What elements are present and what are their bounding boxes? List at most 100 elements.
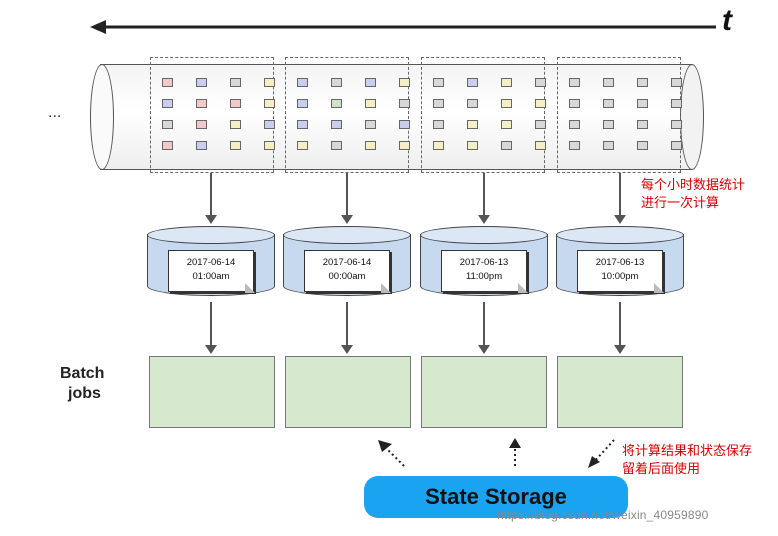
event-cell (162, 78, 173, 87)
event-cell (264, 120, 275, 129)
time-window-1 (150, 57, 274, 173)
event-cell (230, 120, 241, 129)
watermark-url: https://blog.csdn.net/weixin_40959890 (497, 508, 709, 522)
time-window-4 (557, 57, 681, 173)
db-time-2: 00:00am (328, 271, 366, 282)
event-cell (399, 78, 410, 87)
event-cell (297, 120, 308, 129)
event-cell (569, 141, 580, 150)
arrow-batch4-to-storage (591, 439, 615, 465)
event-cell (399, 99, 410, 108)
arrow-db4-to-batch (614, 302, 626, 354)
event-cell (365, 120, 376, 129)
event-cell (637, 141, 648, 150)
event-cell (671, 78, 682, 87)
time-window-2 (285, 57, 409, 173)
event-cell (196, 99, 207, 108)
batch-jobs-label: Batch jobs (60, 364, 104, 404)
hourly-db-3: 2017-06-13 11:00pm (420, 226, 548, 298)
event-cell (603, 78, 614, 87)
batch-label-line2: jobs (68, 385, 101, 402)
db-document-2: 2017-06-14 00:00am (304, 250, 391, 293)
arrow-window1-to-db (205, 173, 217, 224)
event-cell (365, 141, 376, 150)
state-note-line2: 留着后面使用 (622, 461, 701, 476)
db-date-1: 2017-06-14 (186, 257, 236, 268)
event-cell (603, 141, 614, 150)
event-cell (297, 78, 308, 87)
db-date-2: 2017-06-14 (322, 257, 372, 268)
db-document-4: 2017-06-13 10:00pm (577, 250, 664, 293)
event-cell (467, 78, 478, 87)
batch-label-line1: Batch (60, 365, 105, 382)
event-cell (297, 141, 308, 150)
event-cell (433, 99, 444, 108)
event-cell (399, 141, 410, 150)
event-cell (501, 141, 512, 150)
state-note-line1: 将计算结果和状态保存 (622, 443, 753, 458)
event-cell (637, 120, 648, 129)
arrow-db2-to-batch (341, 302, 353, 354)
hourly-db-4: 2017-06-13 10:00pm (556, 226, 684, 298)
event-cell (264, 99, 275, 108)
event-cell (365, 99, 376, 108)
hourly-db-1: 2017-06-14 01:00am (147, 226, 275, 298)
event-cell (433, 120, 444, 129)
event-cell (196, 120, 207, 129)
event-cell (230, 99, 241, 108)
hourly-db-2: 2017-06-14 00:00am (283, 226, 411, 298)
event-cell (467, 120, 478, 129)
event-cell (603, 99, 614, 108)
event-cell (671, 141, 682, 150)
event-cell (264, 141, 275, 150)
event-cell (196, 141, 207, 150)
event-cell (535, 120, 546, 129)
event-cell (162, 141, 173, 150)
event-cell (331, 78, 342, 87)
event-cell (162, 99, 173, 108)
event-cell (569, 99, 580, 108)
db-time-1: 01:00am (192, 271, 230, 282)
event-cell (501, 120, 512, 129)
hourly-compute-note: 每个小时数据统计 进行一次计算 (641, 176, 745, 212)
event-cell (399, 120, 410, 129)
arrow-storage-to-batch2 (383, 445, 405, 467)
event-cell (433, 141, 444, 150)
event-cell (331, 120, 342, 129)
event-cell (467, 99, 478, 108)
event-cell (535, 78, 546, 87)
event-cell (365, 78, 376, 87)
time-axis-arrow (90, 20, 716, 34)
event-cell (230, 78, 241, 87)
event-cell (637, 78, 648, 87)
db-time-3: 11:00pm (465, 271, 503, 282)
hourly-note-line1: 每个小时数据统计 (641, 177, 746, 192)
batch-job-1 (149, 356, 275, 428)
arrow-window2-to-db (341, 173, 353, 224)
event-cell (569, 120, 580, 129)
db-date-3: 2017-06-13 (459, 257, 509, 268)
db-time-4: 10:00pm (601, 271, 639, 282)
event-cell (501, 99, 512, 108)
event-cell (501, 78, 512, 87)
state-storage: State Storage (364, 476, 628, 518)
event-cell (230, 141, 241, 150)
event-cell (433, 78, 444, 87)
event-cell (637, 99, 648, 108)
time-axis-label: t (722, 4, 732, 37)
event-cell (331, 99, 342, 108)
db-date-4: 2017-06-13 (595, 257, 645, 268)
db-document-3: 2017-06-13 11:00pm (441, 250, 528, 293)
event-cell (603, 120, 614, 129)
arrow-db3-to-batch (478, 302, 490, 354)
arrow-window4-to-db (614, 173, 626, 224)
arrow-window3-to-db (478, 173, 490, 224)
event-cell (569, 78, 580, 87)
tube-left-end (90, 64, 114, 170)
batch-job-3 (421, 356, 547, 428)
event-cell (331, 141, 342, 150)
batch-job-4 (557, 356, 683, 428)
event-cell (467, 141, 478, 150)
event-cell (264, 78, 275, 87)
